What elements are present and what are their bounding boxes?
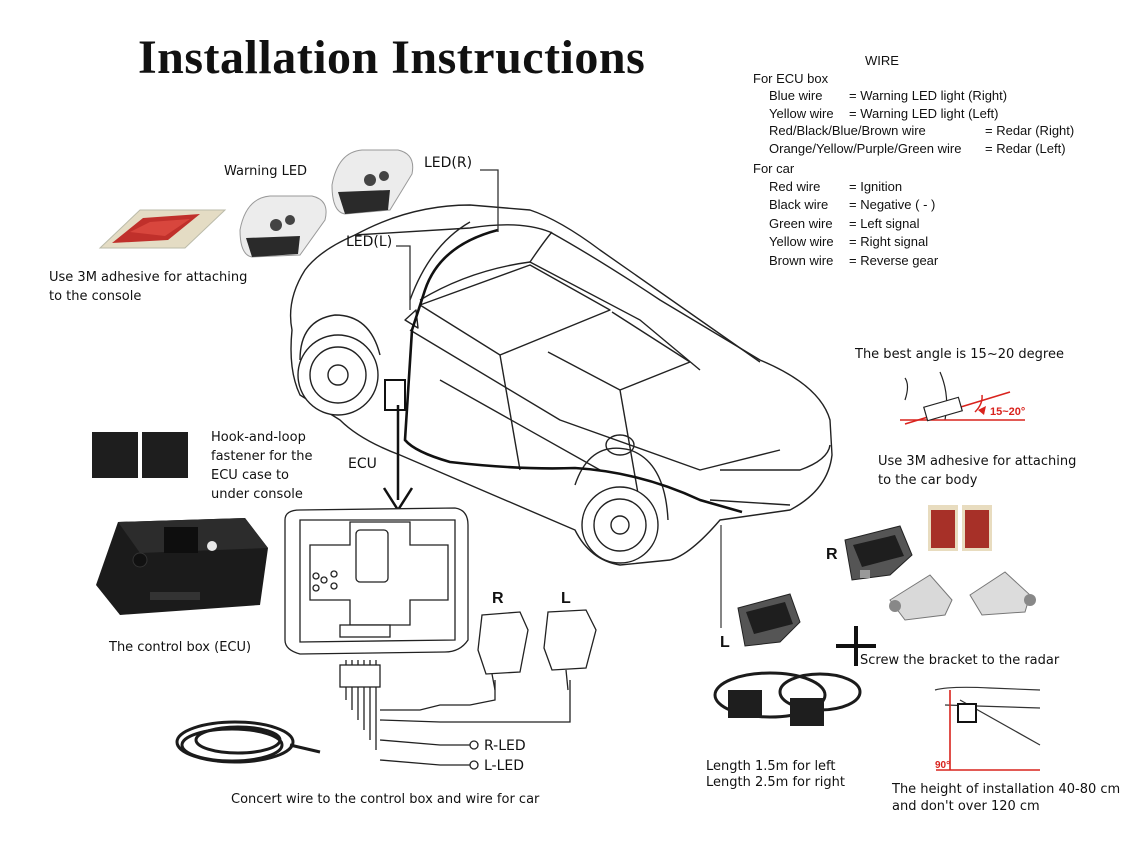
control-box-photo xyxy=(96,518,268,615)
cable-length-label-line2: Length 2.5m for right xyxy=(706,775,845,790)
l-sensor-label: L xyxy=(720,634,730,651)
cable-coil-photo xyxy=(175,720,321,764)
wire-legend-heading: WIRE xyxy=(865,53,899,68)
height-diagram xyxy=(934,686,1041,771)
warning-led-left-image xyxy=(239,195,327,258)
best-angle-label: The best angle is 15~20 degree xyxy=(855,347,1064,362)
control-box-label: The control box (ECU) xyxy=(109,640,252,655)
hook-loop-label-line1: Hook-and-loop xyxy=(211,430,306,445)
sensor-box-l-drawing xyxy=(543,609,597,691)
radar-bracket-photo-2 xyxy=(969,571,1036,616)
angle-value-label: 15~20° xyxy=(990,406,1025,418)
warning-led-label: Warning LED xyxy=(224,164,308,179)
wire-legend-car-heading: For car xyxy=(753,160,795,176)
l-led-label: L-LED xyxy=(484,758,525,774)
ecu-location-marker xyxy=(382,379,414,513)
plus-icon xyxy=(836,626,876,666)
height-angle-label: 90° xyxy=(935,760,950,771)
radar-bracket-photo-1 xyxy=(889,574,953,621)
wire-car-name: Yellow wire xyxy=(769,234,834,250)
cable-length-label-line1: Length 1.5m for left xyxy=(706,759,836,774)
ecu-line-drawing xyxy=(284,507,571,770)
wire-ecu-value: = Redar (Left) xyxy=(985,140,1066,156)
wire-car-name: Green wire xyxy=(769,215,833,231)
warning-led-right-image xyxy=(331,149,414,215)
wire-ecu-value: = Redar (Right) xyxy=(985,123,1075,139)
wire-ecu-name: Red/Black/Blue/Brown wire xyxy=(769,123,926,139)
adhesive-console-label-line2: to the console xyxy=(49,289,142,304)
radar-sensor-r-photo xyxy=(844,525,913,581)
wire-car-name: Brown wire xyxy=(769,252,834,268)
wire-ecu-value: = Warning LED light (Left) xyxy=(849,105,999,121)
radar-sensor-l-photo xyxy=(737,593,801,647)
angle-diagram xyxy=(900,371,1025,425)
wire-legend: WIRE For ECU box Blue wire = Warning LED … xyxy=(753,52,1133,271)
wire-car-name: Red wire xyxy=(769,178,821,194)
wire-car-value: = Left signal xyxy=(849,215,920,231)
adhesive-body-label-line2: to the car body xyxy=(878,473,978,488)
hook-loop-label-line4: under console xyxy=(211,487,303,502)
wire-ecu-name: Blue wire xyxy=(769,88,823,104)
car-wiring-harness xyxy=(403,228,743,514)
sensor-cables-photo xyxy=(713,671,862,726)
page-title: Installation Instructions xyxy=(138,31,646,84)
wire-car-value: = Negative ( - ) xyxy=(849,197,936,213)
hook-loop-label-line3: ECU case to xyxy=(211,468,290,483)
height-label-line1: The height of installation 40-80 cm xyxy=(892,782,1121,797)
hook-loop-pad-2 xyxy=(142,432,188,478)
wire-car-value: = Reverse gear xyxy=(849,252,939,268)
car-illustration xyxy=(289,204,833,566)
wire-car-value: = Right signal xyxy=(849,234,929,250)
adhesive-console-label-line1: Use 3M adhesive for attaching xyxy=(49,270,248,285)
height-label-line2: and don't over 120 cm xyxy=(892,799,1040,814)
wire-ecu-name: Yellow wire xyxy=(769,105,834,121)
concert-wire-label: Concert wire to the control box and wire… xyxy=(231,792,540,807)
adhesive-pads-body-image xyxy=(928,505,992,551)
r-box-label: R xyxy=(492,590,504,607)
sensor-box-r-drawing xyxy=(477,611,529,691)
adhesive-body-label-line1: Use 3M adhesive for attaching xyxy=(878,454,1077,469)
wire-car-name: Black wire xyxy=(769,197,829,213)
hook-loop-pad-1 xyxy=(92,432,138,478)
l-box-label: L xyxy=(561,590,571,607)
ecu-label: ECU xyxy=(348,456,377,472)
wire-car-value: = Ignition xyxy=(849,178,903,194)
wire-ecu-value: = Warning LED light (Right) xyxy=(849,88,1008,104)
adhesive-tape-console-image xyxy=(98,209,227,249)
led-r-label: LED(R) xyxy=(424,155,473,171)
led-leader-lines xyxy=(396,169,499,310)
hook-loop-label-line2: fastener for the xyxy=(211,449,313,464)
r-led-label: R-LED xyxy=(484,738,526,754)
r-sensor-label: R xyxy=(826,546,838,563)
led-l-label: LED(L) xyxy=(346,234,393,250)
wire-legend-ecu-heading: For ECU box xyxy=(753,70,829,86)
screw-bracket-label: Screw the bracket to the radar xyxy=(860,653,1060,668)
wire-ecu-name: Orange/Yellow/Purple/Green wire xyxy=(769,140,962,156)
